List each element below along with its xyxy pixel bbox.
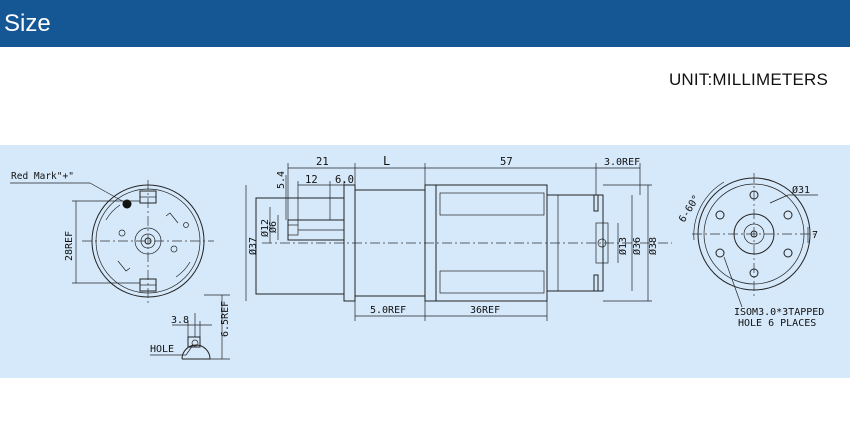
dim-12: 12	[305, 174, 318, 186]
header-bar: Size	[0, 0, 850, 47]
dim-L: L	[383, 154, 390, 168]
hole-label: HOLE	[150, 344, 174, 355]
dim-d13: Ø13	[617, 237, 629, 255]
red-mark-label: Red Mark"+"	[11, 171, 74, 182]
dim-6-5ref: 6.5REF	[220, 301, 231, 337]
dim-7: 7	[812, 230, 818, 241]
tapped-note-line1: ISOM3.0*3TAPPED	[734, 307, 824, 318]
dim-21: 21	[316, 156, 329, 168]
right-end-view: 6-60° Ø31 7 ISOM3.0*3TAPPED HOLE 6 PLACE…	[677, 173, 824, 329]
tapped-note-line2: HOLE 6 PLACES	[738, 318, 816, 329]
dim-d38: Ø38	[647, 237, 659, 255]
dim-d36: Ø36	[631, 237, 643, 255]
unit-label: UNIT:MILLIMETERS	[668, 70, 828, 89]
dim-28ref: 28REF	[64, 231, 75, 261]
dim-d6: Ø6	[267, 221, 279, 233]
red-mark-dot	[122, 199, 132, 209]
page-title: Size	[4, 10, 51, 37]
dim-5-0ref: 5.0REF	[370, 305, 406, 316]
dim-3-8: 3.8	[171, 315, 189, 326]
dim-6-0: 6.0	[335, 174, 354, 186]
dim-3-0ref: 3.0REF	[604, 157, 640, 168]
dim-57: 57	[500, 156, 513, 168]
dimension-drawing: Red Mark"+" 28REF 3.8 6.5REF HOLE	[0, 145, 850, 378]
dim-d37: Ø37	[247, 237, 259, 255]
dim-5-4: 5.4	[276, 171, 287, 189]
left-end-view: Red Mark"+" 28REF 3.8 6.5REF HOLE	[10, 171, 231, 360]
dim-36ref: 36REF	[470, 305, 500, 316]
side-view: 21 L 57 3.0REF 12 6.0 5.4 Ø12 Ø6 Ø37 Ø13…	[245, 154, 672, 321]
dim-d12: Ø12	[259, 219, 271, 237]
dim-d31: Ø31	[792, 184, 810, 196]
